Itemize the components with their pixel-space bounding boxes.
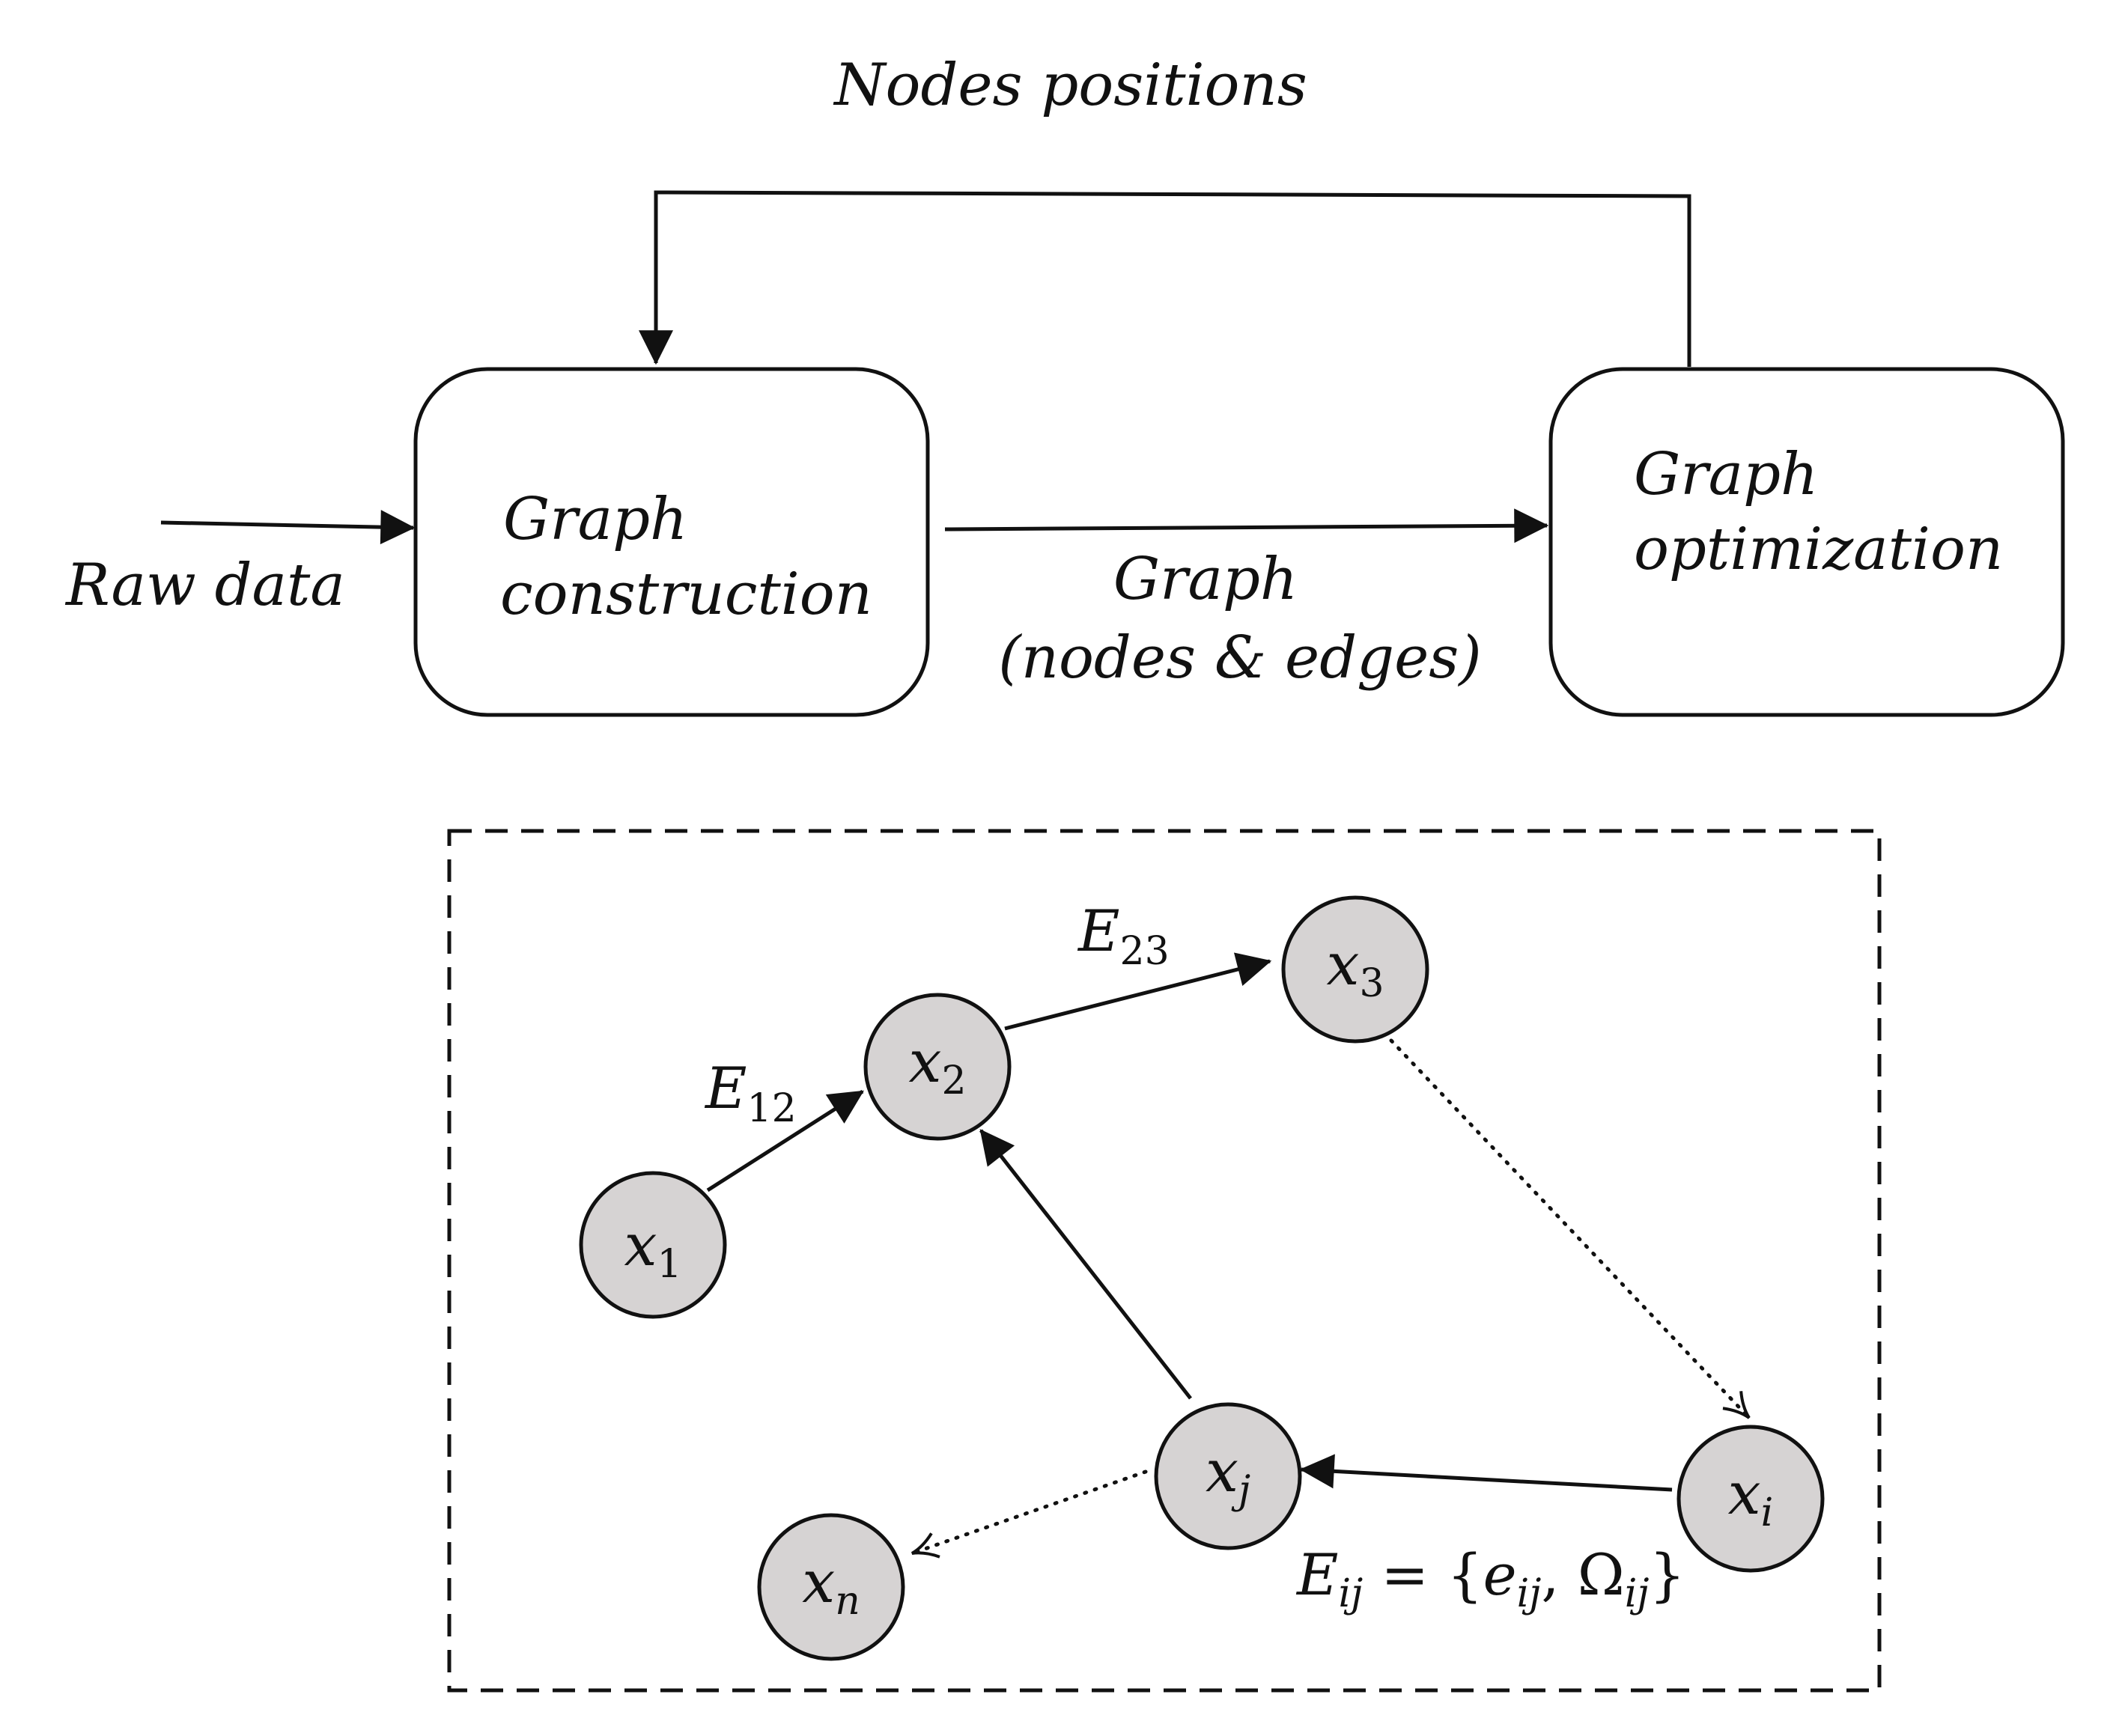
node-xi: xi [1676, 1425, 1825, 1573]
edge-x3-xi [1389, 1038, 1751, 1420]
raw-data-label: Raw data [64, 552, 345, 619]
raw-data-arrow [160, 510, 416, 545]
graph-construction-line2: construction [500, 561, 872, 628]
node-xn-label: xn [802, 1549, 860, 1624]
node-x1: x1 [579, 1171, 727, 1319]
graph-link-line1: Graph [1113, 546, 1298, 613]
node-xn: xn [757, 1513, 905, 1661]
edge-xj-x2 [979, 1129, 1192, 1400]
edge-x2-x3 [1004, 952, 1272, 1031]
edge-xj-xn [910, 1469, 1148, 1559]
node-x3: x3 [1281, 895, 1429, 1044]
graph-optimization-block: Graph optimization [1548, 367, 2065, 717]
graph-arrow [944, 508, 1549, 543]
node-x2-label: x2 [908, 1029, 966, 1103]
graph-optimization-line1: Graph [1634, 441, 1818, 508]
graph-detail-frame [447, 829, 1882, 1693]
edge-label-e23: E23 [1077, 898, 1170, 974]
graph-construction-line1: Graph [503, 486, 687, 553]
edge-xi-xj [1299, 1454, 1673, 1492]
edge-label-eij: Eij = {eij, Ωij} [1295, 1541, 1685, 1616]
edge-label-e12: E12 [704, 1055, 797, 1131]
node-x2: x2 [863, 993, 1012, 1141]
node-x1-label: x1 [624, 1212, 681, 1287]
graph-construction-block: Graph construction [413, 367, 930, 717]
graph-link-line2: (nodes & edges) [998, 624, 1481, 692]
graph-optimization-line2: optimization [1634, 516, 2003, 583]
edge-x1-x2 [706, 1089, 864, 1193]
node-xi-label: xi [1728, 1461, 1774, 1535]
feedback-arrow [639, 190, 1691, 367]
feedback-label: Nodes positions [833, 52, 1307, 119]
node-xj: xj [1154, 1402, 1302, 1550]
node-x3-label: x3 [1326, 931, 1384, 1006]
node-xj-label: xj [1206, 1438, 1250, 1513]
